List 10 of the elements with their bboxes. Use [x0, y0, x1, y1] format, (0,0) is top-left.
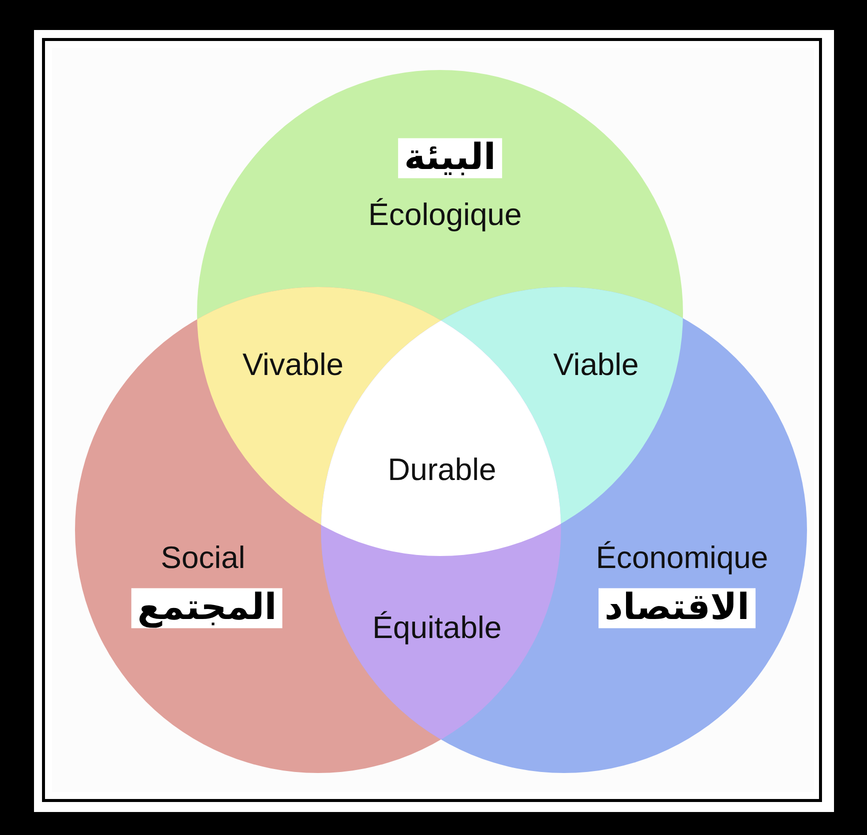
region-label: Social	[160, 540, 246, 576]
region-label: Vivable	[242, 348, 344, 382]
arabic-label: البيئة	[398, 138, 502, 178]
region-label: Viable	[553, 348, 639, 382]
region-label: Durable	[388, 452, 496, 488]
region-label: Économique	[596, 540, 768, 576]
region-label: Équitable	[372, 610, 502, 646]
arabic-label: المجتمع	[131, 588, 283, 628]
arabic-label: الاقتصاد	[598, 588, 756, 628]
region-label: Écologique	[368, 198, 522, 232]
